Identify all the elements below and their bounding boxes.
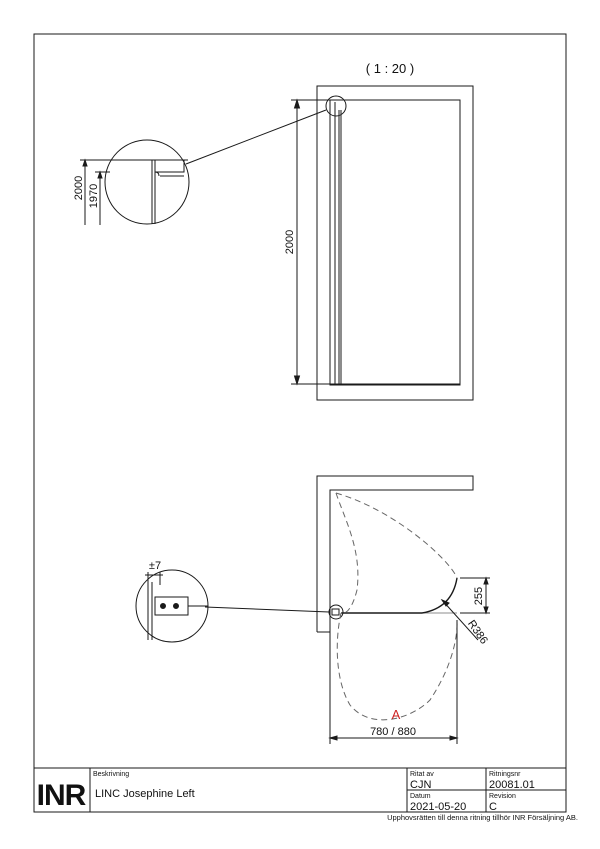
beskrivning-value: LINC Josephine Left [95, 788, 195, 800]
revision-label: Revision [489, 793, 516, 800]
elevation-detail: 2000 1970 [73, 139, 190, 225]
ritningsnr-value: 20081.01 [489, 779, 535, 791]
detail-height-outer: 2000 [73, 176, 85, 200]
title-block [33, 767, 567, 813]
datum-label: Datum [410, 793, 431, 800]
swing-arcs [335, 492, 458, 721]
sheet-border [33, 33, 567, 813]
copyright-notice: Upphovsrätten till denna ritning tillhör… [387, 813, 578, 822]
ritningsnr-label: Ritningsnr [489, 771, 521, 778]
plan-radius-dim: R386 [465, 618, 490, 646]
ritat-av-label: Ritat av [410, 771, 434, 778]
inr-logo: INR [37, 779, 87, 812]
datum-value: 2021-05-20 [410, 801, 466, 813]
plan-offset-dim: 255 [473, 587, 485, 605]
elevation-view: ( 1 : 20 ) 2000 [185, 61, 474, 401]
revision-value: C [489, 801, 497, 813]
detail-height-inner: 1970 [88, 184, 100, 208]
plan-tolerance-dim: ±7 [149, 560, 161, 572]
ritat-av-value: CJN [410, 779, 431, 791]
beskrivning-label: Beskrivning [93, 771, 129, 778]
plan-width-dim: 780 / 880 [370, 726, 416, 738]
plan-view [204, 475, 474, 633]
plan-label-a: A [392, 707, 401, 722]
plan-detail [135, 569, 209, 643]
elevation-height-dim: 2000 [284, 230, 296, 254]
scale-label: ( 1 : 20 ) [366, 61, 414, 76]
plan-dimensions [328, 576, 490, 744]
